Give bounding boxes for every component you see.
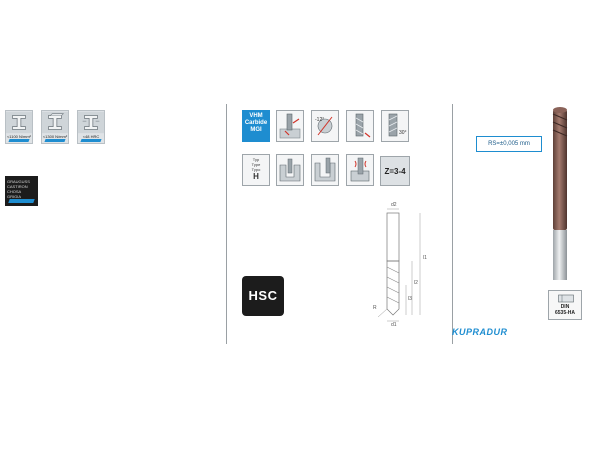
material-indicator xyxy=(80,139,102,142)
type-line-2: Type xyxy=(251,162,261,167)
material-steel-1300: <1300 N/mm² xyxy=(41,110,69,144)
dim-d2: d2 xyxy=(391,202,397,208)
steel-beam-icon xyxy=(78,111,104,134)
side-milling-icon xyxy=(346,110,374,142)
dim-radius: R xyxy=(373,305,377,311)
type-line-1: Typ xyxy=(252,157,260,162)
dim-l3: l3 xyxy=(408,296,412,302)
steel-beam-icon xyxy=(42,111,68,134)
ramping-angle-icon: -12° xyxy=(311,110,339,142)
material-label: <48 HRC xyxy=(82,134,100,139)
tool-dimension-drawing xyxy=(377,208,421,322)
plunge-milling-icon xyxy=(276,110,304,142)
material-indicator xyxy=(8,199,35,203)
din-number: 6535-HA xyxy=(554,310,575,316)
steel-beam-icon xyxy=(6,111,32,134)
din-standard-box: DIN 6535-HA xyxy=(548,290,582,320)
material-hardened-48hrc: <48 HRC xyxy=(77,110,105,144)
workpiece-type-box: Typ Type Typo H xyxy=(242,154,270,186)
tool-material-badge: VHM Carbide MGI xyxy=(242,110,270,142)
dim-l1: l1 xyxy=(423,255,427,261)
material-indicator xyxy=(44,139,66,142)
tool-material-label: VHM Carbide MGI xyxy=(244,113,268,133)
helix-angle-label: 30° xyxy=(399,130,407,136)
column-divider-right xyxy=(452,104,453,344)
dim-l2: l2 xyxy=(414,280,418,286)
din-label: DIN xyxy=(560,304,570,310)
radius-spec: RS=±0,005 mm xyxy=(476,136,542,152)
material-indicator xyxy=(8,139,30,142)
cooling-icon xyxy=(346,154,374,186)
cast-iron-label: GRAUGUSS CASTIRON CHOSA GRIGIA xyxy=(7,179,30,199)
material-cast-iron: GRAUGUSS CASTIRON CHOSA GRIGIA xyxy=(5,176,38,206)
shank-icon xyxy=(558,294,574,303)
slot-milling-icon xyxy=(276,154,304,186)
flutes-count: Z=3-4 xyxy=(380,156,410,186)
type-letter: H xyxy=(253,172,259,181)
hsc-badge: HSC xyxy=(242,276,284,316)
dim-d1: d1 xyxy=(391,322,397,328)
column-divider-left xyxy=(226,104,227,344)
helix-angle-icon: 30° xyxy=(381,110,409,142)
material-label: <1300 N/mm² xyxy=(42,134,68,139)
material-steel-1100: <1100 N/mm² xyxy=(5,110,33,144)
pocket-milling-icon xyxy=(311,154,339,186)
brand-logo: KUPRADUR xyxy=(452,327,508,337)
end-mill-image xyxy=(552,107,568,280)
type-line-3: Typo xyxy=(251,167,261,172)
material-label: <1100 N/mm² xyxy=(6,134,32,139)
svg-text:-12°: -12° xyxy=(315,117,324,123)
